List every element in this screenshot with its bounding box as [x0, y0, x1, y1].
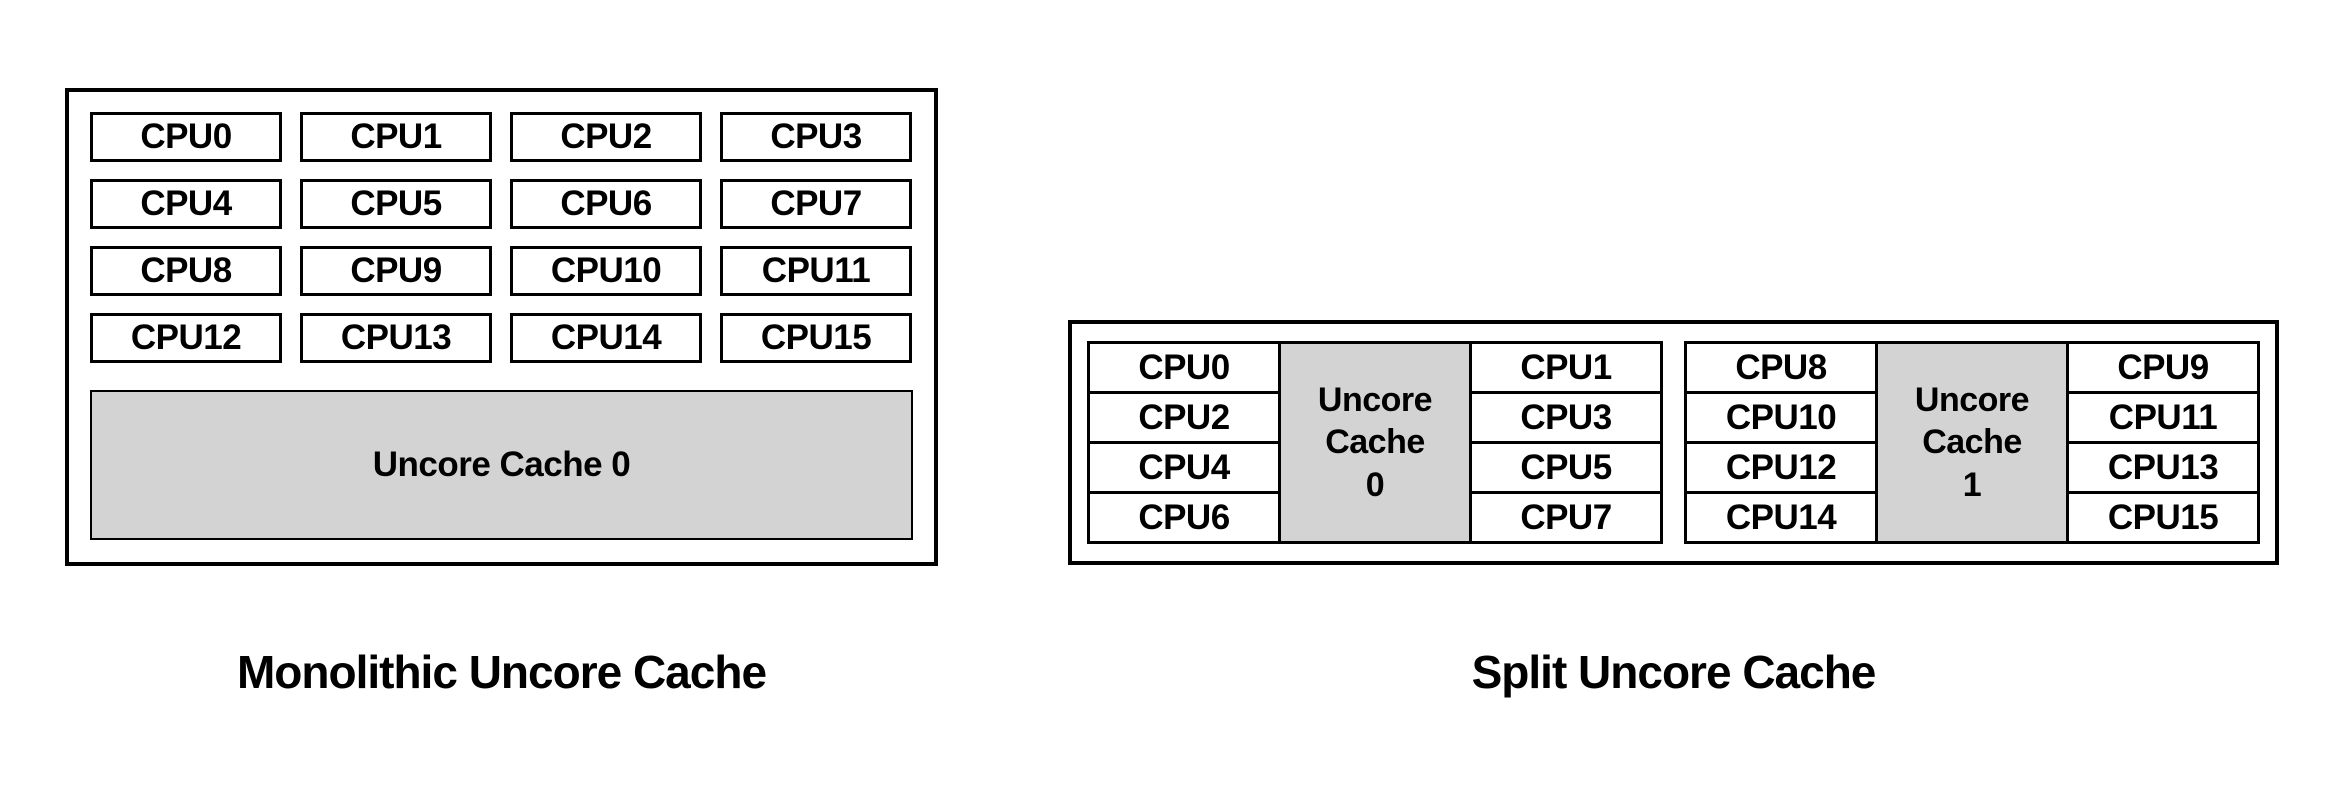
cpu-cell: CPU9	[2066, 341, 2260, 394]
split-group-0: CPU0 Uncore Cache 0 CPU1 CPU2 CPU3 CPU4 …	[1087, 341, 1663, 544]
cpu-box-14: CPU14	[510, 313, 702, 363]
table-row: CPU10 CPU11	[1684, 391, 2260, 444]
cpu-box-0: CPU0	[90, 112, 282, 162]
cache-label-line: Cache	[1922, 423, 2022, 462]
monolithic-cpu-grid: CPU0 CPU1 CPU2 CPU3 CPU4 CPU5 CPU6 CPU7 …	[90, 112, 913, 363]
cpu-cell: CPU1	[1469, 341, 1663, 394]
cpu-box-13: CPU13	[300, 313, 492, 363]
cpu-cell: CPU5	[1469, 441, 1663, 494]
table-row: CPU6 CPU7	[1087, 491, 1663, 544]
table-row: CPU8 Uncore Cache 1 CPU9	[1684, 341, 2260, 544]
cache-label-line: 1	[1962, 465, 1982, 504]
cpu-box-9: CPU9	[300, 246, 492, 296]
cpu-cell: CPU0	[1087, 341, 1281, 394]
cpu-cell: CPU6	[1087, 491, 1281, 544]
cpu-box-5: CPU5	[300, 179, 492, 229]
cache-label-line: Uncore	[1914, 380, 2030, 419]
cpu-box-4: CPU4	[90, 179, 282, 229]
cpu-box-6: CPU6	[510, 179, 702, 229]
cpu-cell: CPU11	[2066, 391, 2260, 444]
cpu-box-2: CPU2	[510, 112, 702, 162]
cpu-cell: CPU15	[2066, 491, 2260, 544]
split-group-1: CPU8 Uncore Cache 1 CPU9 CPU10 CPU11 CPU…	[1684, 341, 2260, 544]
cpu-box-15: CPU15	[720, 313, 912, 363]
cpu-box-11: CPU11	[720, 246, 912, 296]
cache-label-line: Cache	[1325, 423, 1425, 462]
cpu-box-1: CPU1	[300, 112, 492, 162]
cpu-cell: CPU4	[1087, 441, 1281, 494]
cpu-cell: CPU10	[1684, 391, 1878, 444]
cache-label-line: 0	[1365, 465, 1385, 504]
uncore-cache-1-cell: Uncore Cache 1	[1875, 341, 2069, 544]
cpu-cell: CPU2	[1087, 391, 1281, 444]
uncore-cache-0-box: Uncore Cache 0	[90, 390, 913, 540]
cpu-cell: CPU3	[1469, 391, 1663, 444]
cpu-cell: CPU13	[2066, 441, 2260, 494]
cpu-cell: CPU14	[1684, 491, 1878, 544]
monolithic-caption: Monolithic Uncore Cache	[236, 646, 767, 698]
table-row: CPU4 CPU5	[1087, 441, 1663, 494]
table-row: CPU12 CPU13	[1684, 441, 2260, 494]
cpu-box-12: CPU12	[90, 313, 282, 363]
uncore-cache-0-cell: Uncore Cache 0	[1278, 341, 1472, 544]
split-caption: Split Uncore Cache	[1471, 646, 1877, 698]
monolithic-diagram: CPU0 CPU1 CPU2 CPU3 CPU4 CPU5 CPU6 CPU7 …	[65, 88, 938, 566]
table-row: CPU14 CPU15	[1684, 491, 2260, 544]
cpu-cell: CPU7	[1469, 491, 1663, 544]
cpu-box-7: CPU7	[720, 179, 912, 229]
table-row: CPU0 Uncore Cache 0 CPU1	[1087, 341, 1663, 544]
cpu-cell: CPU8	[1684, 341, 1878, 394]
cpu-box-8: CPU8	[90, 246, 282, 296]
cache-label-line: Uncore	[1317, 380, 1433, 419]
split-diagram: CPU0 Uncore Cache 0 CPU1 CPU2 CPU3 CPU4 …	[1068, 320, 2279, 565]
cpu-box-3: CPU3	[720, 112, 912, 162]
cpu-box-10: CPU10	[510, 246, 702, 296]
cpu-cell: CPU12	[1684, 441, 1878, 494]
table-row: CPU2 CPU3	[1087, 391, 1663, 444]
